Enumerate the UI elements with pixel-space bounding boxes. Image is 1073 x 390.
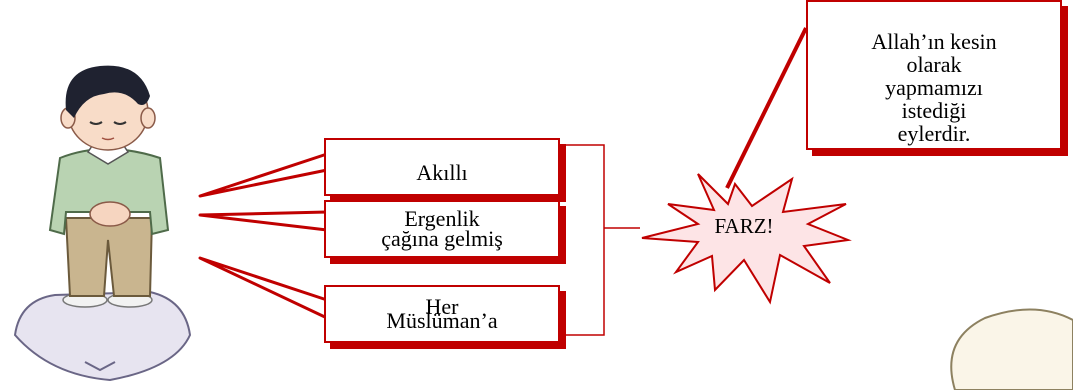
callout-pointers <box>198 152 329 320</box>
condition-ergenlik-line2: çağına gelmiş <box>381 226 503 251</box>
pointer-akilli <box>198 152 329 198</box>
praying-boy-figure <box>48 65 170 308</box>
definition-line-5: eylerdir. <box>897 121 971 146</box>
condition-her-line2: Müslüman’a <box>386 308 498 333</box>
condition-ergenlik-line1: Ergenlik <box>404 206 480 231</box>
definition-line-4: istediği <box>901 98 967 123</box>
condition-her-line1: Her <box>425 294 459 319</box>
definition-line-3: yapmamızı <box>885 75 983 100</box>
grouping-bracket <box>566 144 640 336</box>
definition-line-1: Allah’ın kesin <box>871 29 997 54</box>
condition-akilli-text: Akıllı <box>416 160 468 185</box>
prayer-mat <box>13 290 192 382</box>
farz-burst <box>641 173 852 305</box>
farz-label: FARZ! <box>714 214 774 238</box>
definition-connector <box>725 27 808 189</box>
corner-decoration <box>950 308 1073 390</box>
condition-box-ergenlik: Ergenlik çağına gelmiş <box>324 200 560 258</box>
pointer-ergenlik <box>198 210 329 232</box>
definition-line-2: olarak <box>906 52 962 77</box>
definition-box: Allah’ın kesin olarak yapmamızı istediği… <box>806 0 1062 150</box>
condition-box-her-muslumana: Her Müslüman’a <box>324 285 560 343</box>
condition-box-akilli: Akıllı <box>324 138 560 196</box>
pointer-her <box>198 256 329 320</box>
